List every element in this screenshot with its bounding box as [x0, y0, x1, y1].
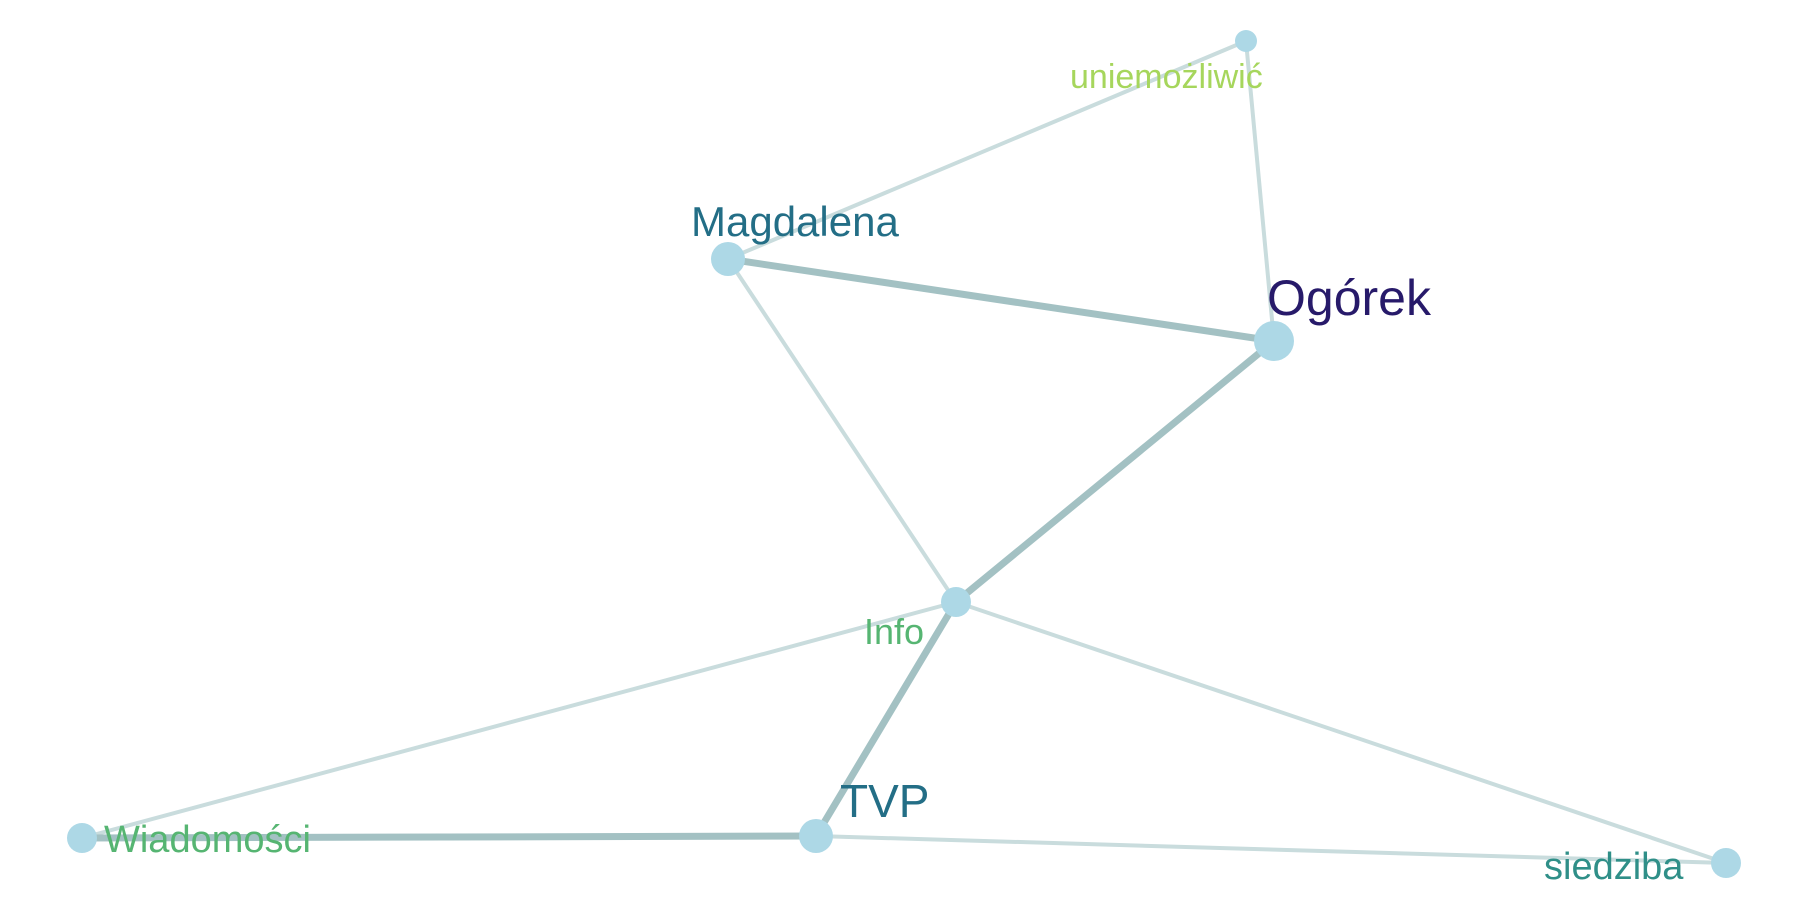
node-wiadomosci: [67, 823, 97, 853]
edge-magdalena-uniemozliwic: [726, 39, 1248, 261]
node-uniemozliwic: [1235, 30, 1257, 52]
edge-ogorek-info: [952, 337, 1278, 606]
node-tvp: [799, 819, 833, 853]
edge-wiadomosci-tvp: [78, 832, 820, 842]
node-label-tvp: TVP: [840, 775, 929, 827]
node-magdalena: [711, 242, 745, 276]
edge-info-tvp: [812, 598, 960, 840]
nodes-layer: [67, 30, 1741, 878]
node-label-magdalena: Magdalena: [691, 198, 899, 245]
edges-layer: [78, 39, 1728, 865]
edge-info-wiadomosci: [80, 600, 958, 840]
edge-info-siedziba: [954, 600, 1728, 865]
node-info: [941, 587, 971, 617]
edge-uniemozliwic-ogorek: [1244, 39, 1276, 343]
node-label-wiadomosci: Wiadomości: [104, 819, 311, 861]
node-label-siedziba: siedziba: [1544, 846, 1684, 888]
node-label-info: Info: [864, 611, 924, 652]
edge-magdalena-ogorek: [724, 255, 1278, 345]
node-ogorek: [1254, 321, 1294, 361]
edge-magdalena-info: [726, 257, 958, 604]
node-label-ogorek: Ogórek: [1267, 270, 1432, 326]
node-label-uniemozliwic: uniemożliwić: [1070, 58, 1263, 96]
node-siedziba: [1711, 848, 1741, 878]
edge-tvp-siedziba: [814, 834, 1728, 865]
